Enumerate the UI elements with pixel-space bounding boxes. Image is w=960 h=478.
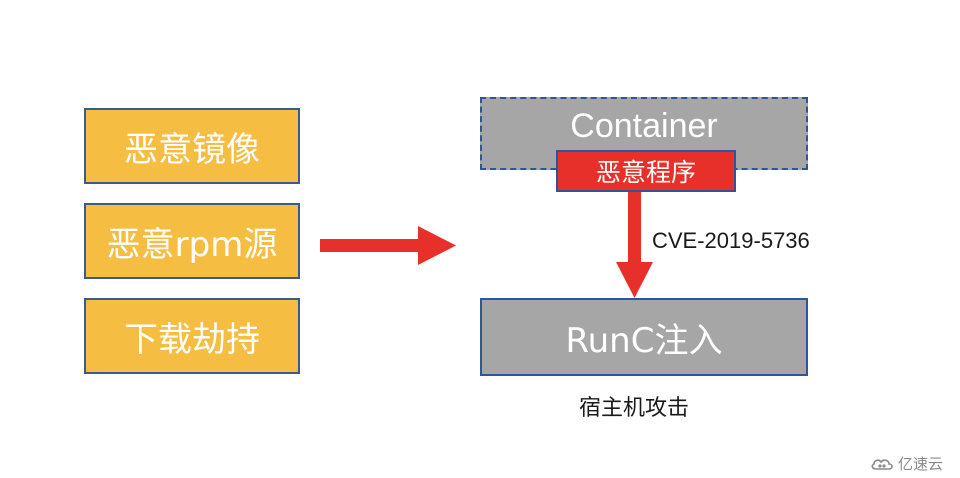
malware-box: 恶意程序 bbox=[556, 150, 736, 192]
download-hijack-label: 下载劫持 bbox=[124, 319, 260, 360]
watermark: 亿速云 bbox=[870, 453, 943, 474]
malicious-rpm-source-box: 恶意rpm源 bbox=[84, 203, 300, 279]
malicious-rpm-source-label: 恶意rpm源 bbox=[106, 224, 278, 265]
right-arrow bbox=[320, 226, 456, 265]
watermark-label: 亿速云 bbox=[898, 455, 944, 473]
host-attack-label: 宿主机攻击 bbox=[579, 396, 690, 421]
download-hijack-box: 下载劫持 bbox=[84, 298, 300, 374]
runc-injection-label: RunC注入 bbox=[565, 320, 723, 361]
malware-label: 恶意程序 bbox=[595, 158, 696, 187]
down-arrow bbox=[616, 192, 653, 298]
runc-injection-box: RunC注入 bbox=[480, 298, 808, 376]
container-label: Container bbox=[570, 107, 718, 145]
cve-label: CVE-2019-5736 bbox=[652, 228, 810, 253]
cloud-logo-icon bbox=[871, 458, 893, 470]
malicious-image-box: 恶意镜像 bbox=[84, 108, 300, 184]
malicious-image-label: 恶意镜像 bbox=[124, 129, 260, 170]
